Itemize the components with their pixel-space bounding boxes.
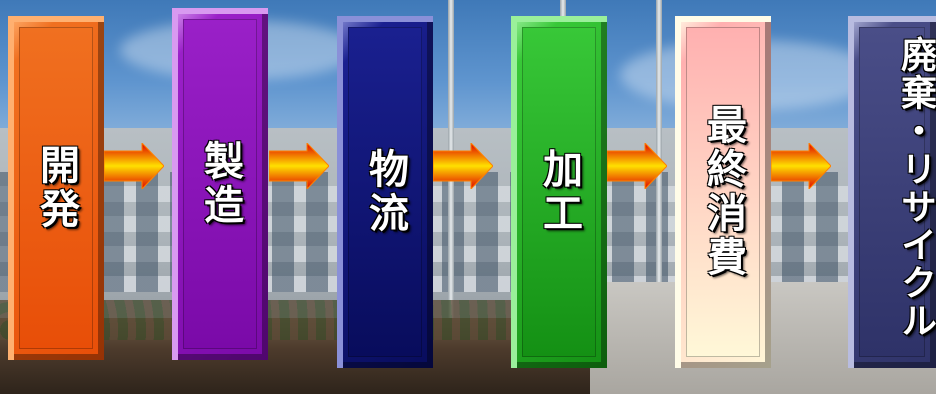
stage-inner — [19, 27, 93, 349]
flow-arrow-icon — [607, 143, 667, 189]
flow-arrow-icon — [269, 143, 329, 189]
sky — [0, 0, 936, 150]
stage-label: 廃棄・リサイクル — [895, 36, 936, 340]
stage-label: 最終消費 — [700, 104, 746, 280]
stage-inner — [522, 27, 596, 357]
flow-arrow-icon — [771, 143, 831, 189]
building-windows — [0, 172, 936, 292]
flow-arrow-icon — [433, 143, 493, 189]
stage-inner — [183, 19, 257, 349]
stage-label: 開発 — [33, 144, 79, 232]
stage-development: 開発 — [8, 16, 104, 360]
stage-processing: 加工 — [511, 16, 607, 368]
stage-label: 製造 — [197, 140, 243, 228]
stage-logistics: 物流 — [337, 16, 433, 368]
stage-label: 物流 — [362, 148, 408, 236]
stage-inner — [859, 27, 925, 357]
stage-inner — [686, 27, 760, 357]
flow-arrow-icon — [104, 143, 164, 189]
stage-label: 加工 — [536, 148, 582, 236]
stage-final-consumption: 最終消費 — [675, 16, 771, 368]
stage-disposal-recycling: 廃棄・リサイクル — [848, 16, 936, 368]
stage-manufacturing: 製造 — [172, 8, 268, 360]
stage-inner — [348, 27, 422, 357]
